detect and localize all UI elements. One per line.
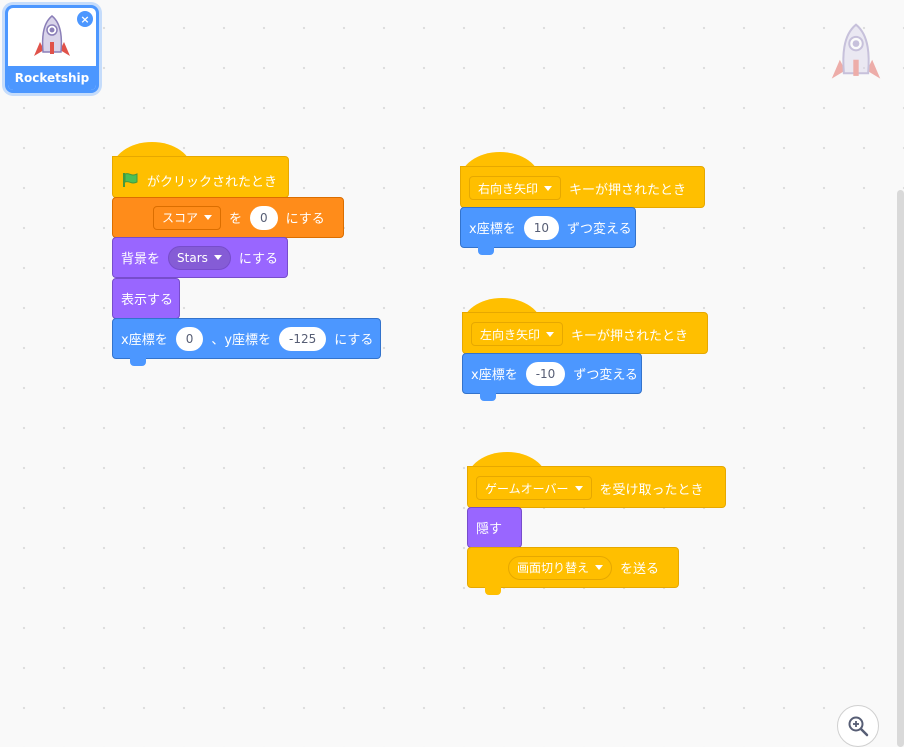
chevron-down-icon (544, 185, 553, 191)
when-key-pressed-block[interactable]: 左向き矢印 キーが押されたとき (462, 312, 708, 354)
hat-suffix: キーが押されたとき (571, 328, 689, 344)
value-input[interactable]: 0 (250, 205, 278, 230)
broadcast-block[interactable]: 画面切り替え を送る (467, 547, 679, 588)
block-notch (485, 587, 501, 595)
zoom-in-button[interactable] (837, 705, 879, 747)
change-x-input[interactable]: -10 (525, 361, 566, 386)
change-x-block[interactable]: x座標を -10 ずつ変える (462, 353, 642, 394)
go-to-xy-block[interactable]: x座標を 0 、y座標を -125 にする (112, 318, 381, 359)
key-dropdown[interactable]: 左向き矢印 (471, 322, 564, 346)
x-input[interactable]: 0 (175, 326, 204, 351)
backdrop-dropdown[interactable]: Stars (168, 245, 231, 270)
hide-label: 隠す (476, 522, 503, 537)
variable-name: スコア (162, 211, 199, 225)
backdrop-prefix: 背景を (121, 252, 161, 267)
broadcast-message: 画面切り替え (517, 561, 590, 575)
when-flag-clicked-block[interactable]: がクリックされたとき (112, 156, 289, 198)
goto-prefix: x座標を (121, 333, 168, 348)
backdrop-name: Stars (177, 250, 208, 265)
vertical-scrollbar[interactable] (897, 190, 904, 747)
set-to-label: を (229, 212, 243, 227)
change-x-input[interactable]: 10 (523, 215, 559, 240)
zoom-in-icon (848, 716, 869, 737)
sprite-name: Rocketship (8, 66, 96, 90)
change-suffix: ずつ変える (573, 368, 638, 383)
chevron-down-icon (213, 255, 222, 260)
block-notch (480, 393, 496, 401)
broadcast-suffix: を送る (620, 562, 660, 577)
chevron-down-icon (546, 331, 555, 337)
delete-sprite-icon[interactable]: × (77, 11, 93, 27)
goto-mid: 、y座標を (211, 333, 272, 348)
hat-suffix: を受け取ったとき (599, 482, 704, 498)
backdrop-suffix: にする (238, 252, 279, 267)
hat-suffix: キーが押されたとき (569, 182, 687, 198)
message-name: ゲームオーバー (485, 481, 569, 496)
rocketship-icon (34, 15, 70, 56)
change-suffix: ずつ変える (566, 222, 632, 237)
set-suffix: にする (285, 212, 325, 227)
set-variable-block[interactable]: スコア を 0 にする (112, 197, 344, 238)
sprite-thumbnail[interactable]: × Rocketship (5, 5, 99, 93)
switch-backdrop-block[interactable]: 背景を Stars にする (112, 237, 288, 278)
goto-suffix: にする (334, 333, 374, 348)
sprite-preview-icon (831, 23, 881, 79)
change-prefix: x座標を (471, 368, 518, 383)
key-name: 右向き矢印 (478, 181, 539, 196)
when-key-pressed-block[interactable]: 右向き矢印 キーが押されたとき (460, 166, 705, 208)
chevron-down-icon (574, 485, 583, 491)
chevron-down-icon (204, 215, 213, 220)
key-name: 左向き矢印 (480, 327, 541, 342)
change-prefix: x座標を (469, 222, 516, 237)
y-input[interactable]: -125 (279, 326, 327, 351)
block-notch (478, 247, 494, 255)
chevron-down-icon (595, 565, 604, 570)
green-flag-icon (123, 173, 138, 187)
hat-label: がクリックされたとき (147, 174, 278, 190)
variable-dropdown[interactable]: スコア (153, 205, 222, 230)
change-x-block[interactable]: x座標を 10 ずつ変える (460, 207, 636, 248)
message-dropdown[interactable]: ゲームオーバー (476, 476, 592, 500)
show-label: 表示する (121, 293, 174, 308)
block-notch (130, 358, 146, 366)
when-receive-block[interactable]: ゲームオーバー を受け取ったとき (467, 466, 726, 508)
broadcast-dropdown[interactable]: 画面切り替え (508, 555, 613, 580)
key-dropdown[interactable]: 右向き矢印 (469, 176, 562, 200)
hide-block[interactable]: 隠す (467, 507, 522, 548)
show-block[interactable]: 表示する (112, 278, 180, 319)
